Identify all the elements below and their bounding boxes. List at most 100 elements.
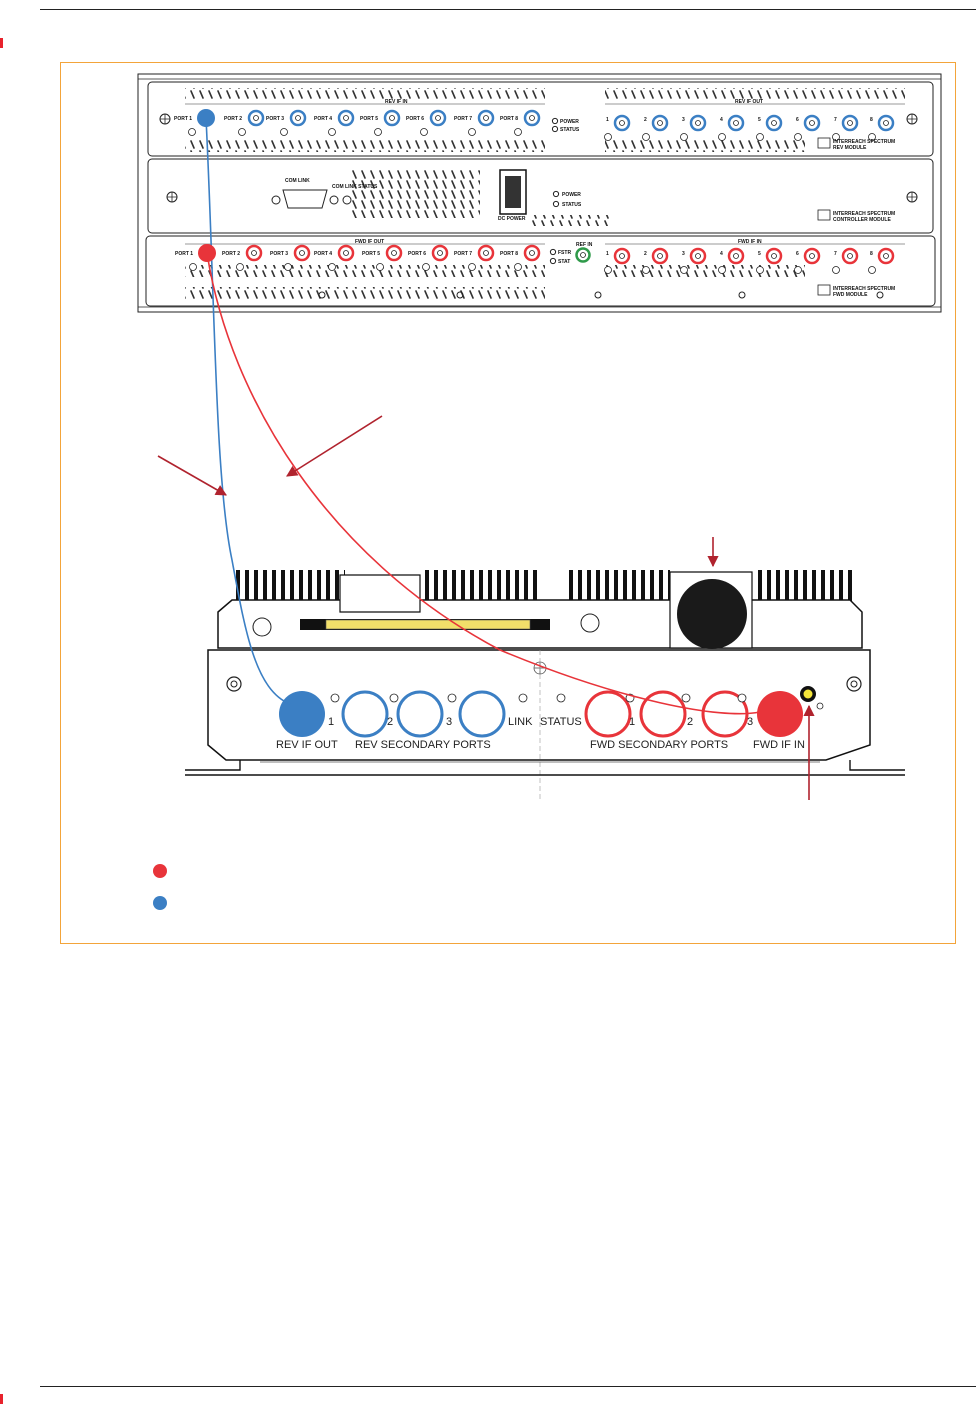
com-link-status-label: COM LINK STATUS	[332, 184, 378, 190]
rev-in-port-4[interactable]	[337, 109, 355, 127]
rev-secondary-port-2[interactable]	[396, 690, 444, 738]
fwd-in-port-8[interactable]	[877, 247, 895, 265]
fwd-in-port-label-4: 4	[720, 251, 723, 257]
rev-in-port-label-8: PORT 8	[500, 116, 518, 122]
hub-fwd-port-num-2: 2	[687, 716, 693, 728]
rev-out-port-1[interactable]	[613, 114, 631, 132]
rev-if-out-port[interactable]	[279, 691, 325, 737]
rev-out-port-5[interactable]	[765, 114, 783, 132]
rev-out-port-label-5: 5	[758, 117, 761, 123]
fwd-in-port-label-8: 8	[870, 251, 873, 257]
rev-out-port-4[interactable]	[727, 114, 745, 132]
rev-in-port-3[interactable]	[289, 109, 307, 127]
legend-dot-rev	[153, 896, 167, 910]
legend-dot-fwd	[153, 864, 167, 878]
rev-secondary-port-1[interactable]	[341, 690, 389, 738]
fwd-if-in-port[interactable]	[757, 691, 803, 737]
rev-out-port-label-3: 3	[682, 117, 685, 123]
fwd-in-port-label-5: 5	[758, 251, 761, 257]
fwd-out-port-4[interactable]	[337, 244, 355, 262]
rev-out-port-8[interactable]	[877, 114, 895, 132]
rev-led-status-label: STATUS	[560, 127, 580, 133]
ctrl-brand: INTERREACH SPECTRUM	[833, 211, 895, 217]
rev-in-port-label-5: PORT 5	[360, 116, 378, 122]
rev-out-section-label: REV IF OUT	[735, 99, 763, 105]
footer-rule	[40, 1386, 976, 1387]
rev-in-port-label-7: PORT 7	[454, 116, 472, 122]
rev-out-port-label-2: 2	[644, 117, 647, 123]
callout-arrow-rev-cable	[157, 455, 227, 496]
rev-module-name: REV MODULE	[833, 145, 867, 151]
rev-brand: INTERREACH SPECTRUM	[833, 139, 895, 145]
ctrl-led-status-label: STATUS	[562, 202, 582, 208]
fwd-led-fstr-label: FSTR	[558, 250, 571, 256]
ctrl-module-name: CONTROLLER MODULE	[833, 217, 891, 223]
figure-frame	[60, 62, 956, 944]
com-link-label: COM LINK	[285, 178, 310, 184]
rev-rack-port-1-highlight	[197, 109, 215, 127]
fwd-fstr-led	[549, 248, 557, 256]
rev-secondary-label: REV SECONDARY PORTS	[355, 739, 491, 751]
fwd-if-in-label: FWD IF IN	[753, 739, 805, 751]
status-label: STATUS	[540, 716, 582, 728]
rev-led-power-label: POWER	[560, 119, 579, 125]
fwd-out-port-2[interactable]	[245, 244, 263, 262]
rev-out-port-label-1: 1	[606, 117, 609, 123]
fwd-in-port-label-1: 1	[606, 251, 609, 257]
fwd-in-port-1[interactable]	[613, 247, 631, 265]
rev-in-port-2[interactable]	[247, 109, 265, 127]
fwd-out-port-7[interactable]	[477, 244, 495, 262]
rev-in-port-8[interactable]	[523, 109, 541, 127]
rev-in-port-5[interactable]	[383, 109, 401, 127]
fwd-in-port-3[interactable]	[689, 247, 707, 265]
rev-out-port-label-6: 6	[796, 117, 799, 123]
rev-in-port-label-4: PORT 4	[314, 116, 332, 122]
rev-in-port-label-6: PORT 6	[406, 116, 424, 122]
com-link-status-led	[342, 195, 352, 205]
link-led	[518, 693, 528, 703]
rev-in-port-label-3: PORT 3	[266, 116, 284, 122]
com-link-connector[interactable]	[271, 189, 339, 209]
fwd-in-port-2[interactable]	[651, 247, 669, 265]
fwd-out-port-8[interactable]	[523, 244, 541, 262]
rev-in-port-label-1: PORT 1	[174, 116, 192, 122]
rev-in-section-label: REV IF IN	[385, 99, 408, 105]
fwd-out-port-5[interactable]	[385, 244, 403, 262]
rev-out-port-6[interactable]	[803, 114, 821, 132]
fwd-out-port-3[interactable]	[293, 244, 311, 262]
fwd-module-name: FWD MODULE	[833, 292, 868, 298]
header-change-bar	[0, 38, 3, 48]
fwd-in-port-6[interactable]	[803, 247, 821, 265]
fwd-in-port-7[interactable]	[841, 247, 859, 265]
fwd-out-port-label-6: PORT 6	[408, 251, 426, 257]
dc-power-label: DC POWER	[498, 216, 526, 222]
hub-yellow-led	[800, 686, 816, 702]
dc-power-switch[interactable]	[499, 169, 527, 215]
fwd-out-port-label-4: PORT 4	[314, 251, 332, 257]
rev-in-port-7[interactable]	[477, 109, 495, 127]
hub-unit: 1 2 3 1 2 3 REV IF OUT REV SECONDARY POR…	[185, 570, 905, 800]
rev-out-port-label-7: 7	[834, 117, 837, 123]
hub-yellow-bar	[252, 613, 600, 637]
fwd-out-port-label-1: PORT 1	[175, 251, 193, 257]
controller-module: COM LINK COM LINK STATUS DC POWER POWER …	[147, 158, 934, 234]
fwd-secondary-port-2[interactable]	[639, 690, 687, 738]
rev-in-port-6[interactable]	[429, 109, 447, 127]
fwd-secondary-port-1[interactable]	[584, 690, 632, 738]
fwd-in-port-5[interactable]	[765, 247, 783, 265]
fwd-out-port-label-3: PORT 3	[270, 251, 288, 257]
rev-out-port-2[interactable]	[651, 114, 669, 132]
rev-out-port-3[interactable]	[689, 114, 707, 132]
rev-secondary-port-3[interactable]	[458, 690, 506, 738]
rev-out-port-7[interactable]	[841, 114, 859, 132]
ref-in-connector[interactable]	[575, 247, 591, 263]
fwd-in-port-4[interactable]	[727, 247, 745, 265]
fwd-in-port-label-2: 2	[644, 251, 647, 257]
rev-if-out-label: REV IF OUT	[276, 739, 338, 751]
ctrl-status-led	[552, 200, 560, 208]
fwd-out-port-6[interactable]	[431, 244, 449, 262]
header-rule	[40, 9, 976, 10]
fwd-secondary-label: FWD SECONDARY PORTS	[590, 739, 728, 751]
